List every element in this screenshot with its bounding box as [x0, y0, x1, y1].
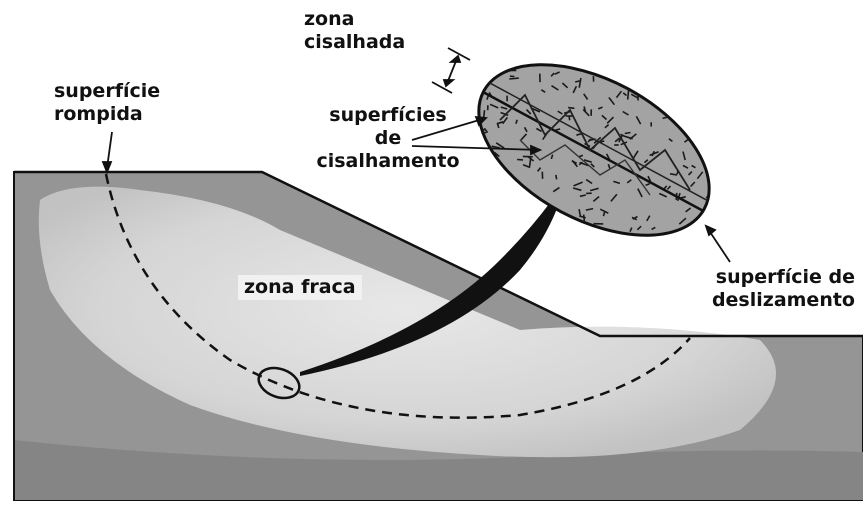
grain-mark [581, 227, 589, 229]
grain-mark [666, 72, 670, 77]
grain-mark [680, 75, 684, 76]
grain-mark [584, 215, 585, 223]
grain-mark [512, 202, 514, 209]
label-slip-surface: superfície de deslizamento [712, 266, 855, 312]
grain-mark [705, 118, 710, 126]
label-line: superfície de [712, 266, 855, 289]
grain-mark [689, 231, 695, 232]
grain-mark [498, 201, 504, 208]
grain-mark [709, 156, 710, 160]
grain-mark [510, 197, 515, 204]
grain-mark [709, 171, 712, 176]
label-line: cisalhada [304, 31, 405, 54]
label-line: rompida [54, 103, 160, 126]
grain-mark [709, 83, 718, 85]
grain-mark [585, 235, 594, 238]
grain-mark [711, 131, 719, 133]
grain-mark [487, 219, 491, 220]
grain-mark [509, 78, 519, 79]
label-shear-zone: zona cisalhada [304, 8, 405, 54]
grain-mark [468, 234, 474, 240]
shear-zone-detail [451, 30, 737, 271]
grain-mark [625, 133, 631, 134]
grain-mark [632, 70, 635, 72]
label-line: superfície [54, 80, 160, 103]
grain-mark [677, 97, 679, 103]
grain-mark [645, 70, 648, 74]
grain-mark [690, 127, 694, 131]
grain-mark [476, 202, 485, 206]
grain-mark [555, 217, 561, 223]
grain-mark [628, 90, 629, 99]
grain-mark [575, 81, 580, 82]
grain-mark [636, 68, 638, 73]
grain-mark [527, 218, 532, 223]
label-ruptured-surface: superfície rompida [54, 80, 160, 126]
grain-mark [575, 225, 579, 228]
grain-mark [632, 81, 637, 86]
grain-mark [474, 93, 479, 100]
grain-mark [560, 226, 568, 228]
grain-mark [714, 69, 716, 73]
grain-mark [556, 175, 557, 180]
grain-mark [496, 211, 503, 216]
grain-mark [497, 193, 506, 194]
slip-surface-pointer [706, 226, 730, 262]
label-line: zona [304, 8, 405, 31]
grain-mark [515, 233, 520, 235]
label-weak-zone: zona fraca [238, 275, 362, 300]
grain-mark [556, 129, 560, 130]
grain-mark [583, 230, 585, 239]
grain-mark [603, 236, 610, 240]
shear-zone-thickness-arrow [432, 48, 470, 93]
label-line: cisalhamento [288, 150, 488, 173]
grain-mark [710, 221, 715, 224]
label-line: de [288, 127, 488, 150]
grain-mark [569, 116, 570, 120]
grain-mark [717, 138, 719, 147]
grain-mark [706, 68, 709, 73]
grain-mark [688, 76, 694, 81]
label-line: deslizamento [712, 289, 855, 312]
grain-mark [510, 235, 515, 240]
label-line: superfícies [288, 104, 488, 127]
grain-mark [708, 203, 715, 209]
grain-mark [500, 193, 507, 194]
ruptured-surface-pointer [103, 132, 112, 172]
grain-mark [530, 158, 531, 166]
grain-mark [651, 96, 655, 99]
grain-mark [700, 134, 702, 143]
grain-mark [674, 235, 681, 240]
grain-mark [568, 108, 574, 109]
label-shear-surfaces: superfícies de cisalhamento [288, 104, 488, 173]
grain-mark [607, 71, 610, 76]
